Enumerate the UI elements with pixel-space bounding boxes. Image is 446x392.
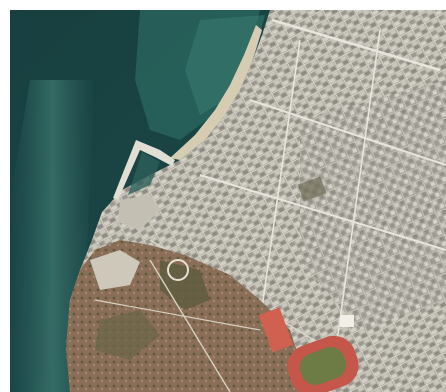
stadium [258, 307, 359, 392]
harbor [113, 140, 175, 230]
headland [66, 240, 310, 392]
